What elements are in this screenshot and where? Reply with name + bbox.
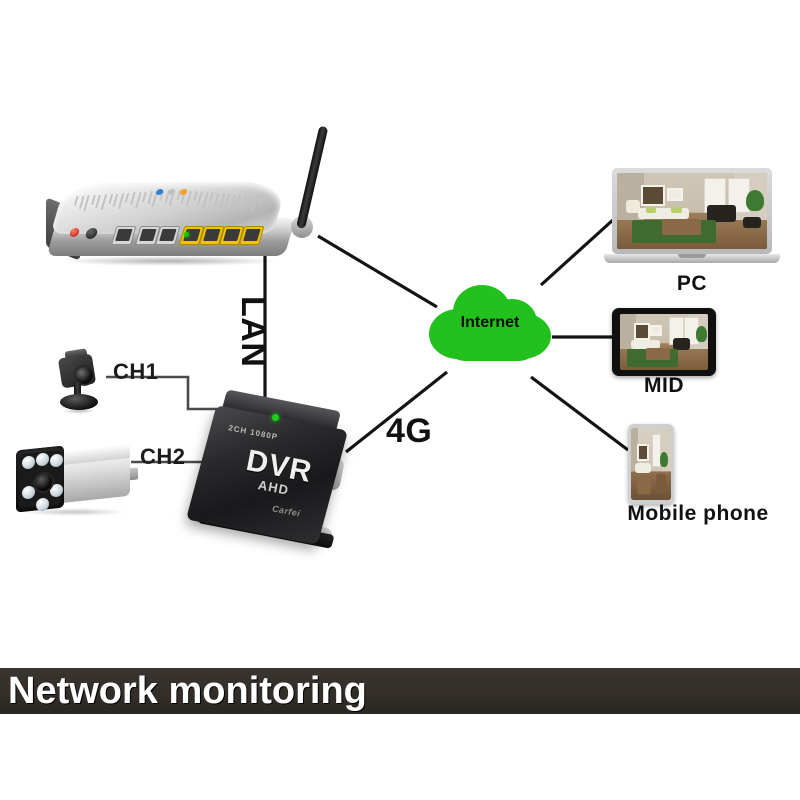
router-vent-slot bbox=[112, 193, 119, 207]
pc-label: PC bbox=[676, 272, 708, 295]
internet-cloud: Internet bbox=[428, 284, 552, 362]
router-vent-slot bbox=[246, 194, 253, 208]
router-antenna bbox=[296, 125, 329, 230]
port-socket bbox=[139, 229, 157, 241]
dvr-device: 2CH 1080P DVR AHD Carfei bbox=[185, 389, 362, 558]
tablet-screen bbox=[620, 314, 708, 370]
router-vent-slot bbox=[95, 194, 102, 208]
router-logo-dot bbox=[179, 189, 189, 195]
camera-ch1-neck bbox=[74, 382, 81, 398]
camera-ch2 bbox=[14, 442, 138, 520]
router-vent-slot bbox=[218, 193, 225, 210]
router-vent-slot bbox=[142, 191, 147, 202]
router-shadow bbox=[58, 256, 282, 266]
router-device bbox=[46, 125, 329, 270]
router-vent-slot bbox=[197, 191, 203, 205]
router-vent-slot bbox=[258, 195, 264, 206]
mid-label: MID bbox=[644, 374, 684, 397]
living-room-view bbox=[617, 173, 767, 249]
camera-ch1-base bbox=[60, 394, 98, 410]
link-router-to-cloud bbox=[317, 234, 438, 309]
title-banner: Network monitoring bbox=[0, 668, 800, 714]
4g-label: 4G bbox=[386, 412, 433, 450]
laptop-base bbox=[604, 254, 780, 263]
pc-device bbox=[604, 168, 780, 280]
cloud-lobe bbox=[446, 322, 538, 360]
port-socket bbox=[243, 229, 261, 241]
living-room-view bbox=[620, 314, 708, 370]
router-vent-slot bbox=[78, 195, 85, 209]
camera-ch1-shadow bbox=[62, 408, 96, 414]
laptop-screen bbox=[617, 173, 767, 249]
router-vent-slot bbox=[234, 194, 242, 211]
router-vent-slot bbox=[201, 192, 209, 209]
router-vent-slot bbox=[209, 192, 214, 203]
router-logo bbox=[155, 189, 191, 196]
cloud-label: Internet bbox=[460, 314, 520, 331]
router-vent-slot bbox=[100, 194, 108, 211]
router-logo-dot bbox=[155, 189, 165, 195]
phone-device bbox=[628, 424, 674, 504]
router-vent-slot bbox=[90, 194, 96, 205]
port-socket bbox=[115, 229, 133, 241]
router-vent-slot bbox=[213, 192, 220, 206]
port-socket bbox=[223, 229, 241, 241]
router-vent-slot bbox=[146, 191, 153, 205]
router-vent-slot bbox=[129, 192, 136, 206]
router-vent-slot bbox=[117, 193, 125, 210]
router-vent-slot bbox=[107, 193, 113, 204]
router-vent-slot bbox=[134, 192, 142, 209]
router-vent-slot bbox=[192, 191, 198, 202]
living-room-view bbox=[631, 428, 671, 500]
port-socket bbox=[203, 229, 221, 241]
port-socket bbox=[159, 229, 177, 241]
ch2-label: CH2 bbox=[140, 444, 186, 469]
router-vent-slot bbox=[242, 194, 247, 205]
ch1-label: CH1 bbox=[113, 359, 159, 384]
router-link-led bbox=[184, 232, 189, 237]
mid-device bbox=[612, 308, 716, 380]
banner-title: Network monitoring bbox=[8, 669, 367, 712]
lan-label: LAN bbox=[234, 296, 272, 368]
camera-ch1 bbox=[52, 348, 116, 420]
camera-ch2-shadow bbox=[22, 508, 126, 516]
laptop-lid bbox=[612, 168, 772, 254]
dvr-status-led bbox=[272, 414, 279, 421]
router-vent-slot bbox=[230, 193, 236, 207]
phone-label: Mobile phone bbox=[627, 502, 769, 525]
phone-screen bbox=[631, 428, 671, 500]
laptop-notch bbox=[678, 254, 706, 258]
router-logo-dot bbox=[167, 189, 177, 195]
router-vent-slot bbox=[225, 193, 231, 204]
router-vent-slot bbox=[125, 192, 130, 203]
router-vent-slot bbox=[83, 195, 90, 212]
router-vent-slot bbox=[251, 195, 258, 212]
